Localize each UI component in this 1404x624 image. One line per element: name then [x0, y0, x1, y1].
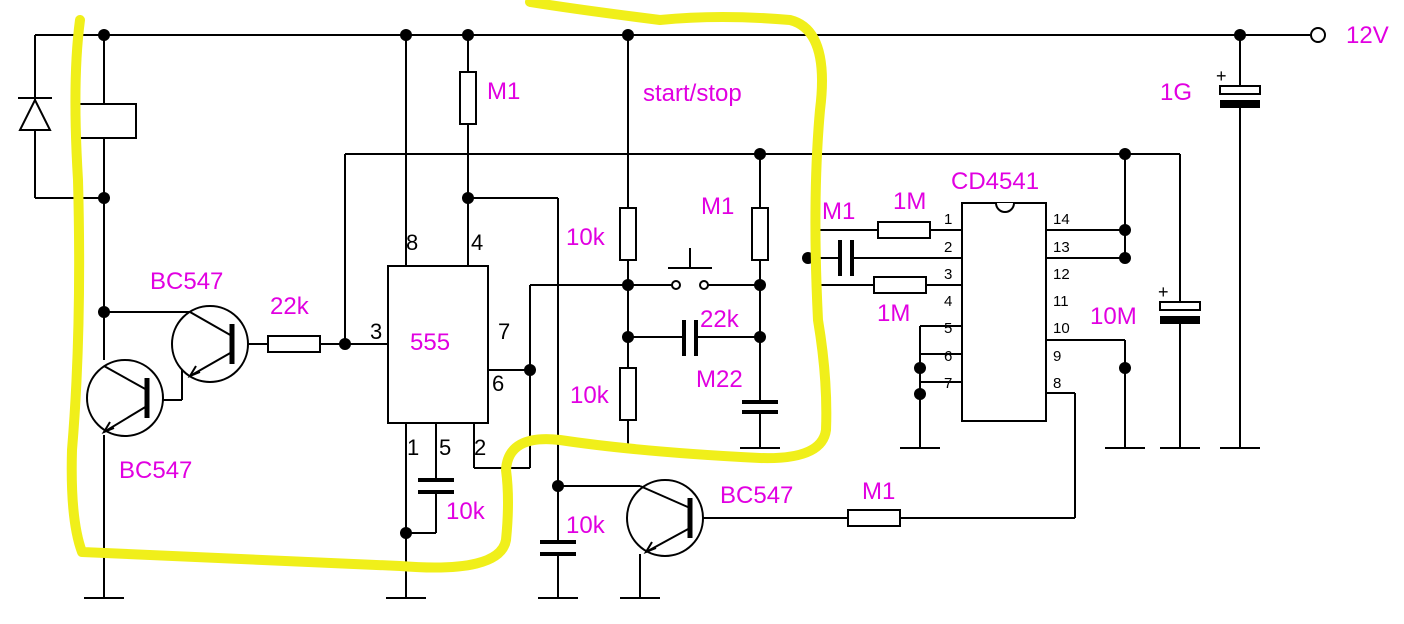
- resistor-1m-lower: [873, 276, 927, 294]
- label-transistor-lower: BC547: [119, 457, 192, 484]
- junction-dot: [754, 148, 766, 160]
- junction-dot: [1119, 148, 1131, 160]
- junction-dot: [1119, 224, 1131, 236]
- junction-dot: [462, 29, 474, 41]
- pin-4541-left: 1: [944, 211, 952, 228]
- label-cap-m1-input: M1: [822, 198, 855, 225]
- junction-dot: [98, 192, 110, 204]
- pin-555-6: 6: [492, 371, 504, 396]
- junction-dot: [622, 279, 634, 291]
- supply-terminal-icon: [1310, 27, 1326, 43]
- label-res-22k-base: 22k: [270, 293, 310, 320]
- pin-4541-left: 5: [944, 320, 952, 337]
- highlight-outline: [66, 0, 832, 573]
- pin-4541-left: 7: [944, 375, 952, 392]
- junction-dot: [754, 279, 766, 291]
- label-start-stop: start/stop: [643, 80, 742, 107]
- junction-dot: [462, 192, 474, 204]
- transistor-lower: [86, 359, 164, 437]
- capacitor-10m: +: [1158, 282, 1201, 324]
- junction-dot: [1119, 362, 1131, 374]
- junction-dot: [914, 388, 926, 400]
- junction-dot: [754, 331, 766, 343]
- label-transistor-upper: BC547: [150, 268, 223, 295]
- diode-icon: [18, 97, 52, 131]
- label-cap-22k: 22k: [700, 306, 740, 333]
- pin-4541-right: 13: [1053, 239, 1070, 256]
- pin-4541-right: 11: [1053, 293, 1069, 310]
- label-res-m1-bottom: M1: [862, 478, 895, 505]
- pin-555-7: 7: [498, 319, 510, 344]
- label-cap-10m: 10M: [1090, 303, 1137, 330]
- label-res-10k-lower: 10k: [570, 382, 610, 409]
- pin-555-3: 3: [370, 319, 382, 344]
- relay-coil: [77, 103, 137, 139]
- label-cap-10k-555: 10k: [446, 498, 486, 525]
- pin-4541-right: 12: [1053, 266, 1070, 283]
- resistor-m1-bottom: [847, 509, 901, 527]
- label-res-m1-mid: M1: [701, 193, 734, 220]
- pin-555-1: 1: [407, 435, 419, 460]
- junction-dot: [400, 527, 412, 539]
- cd4541-right-pins: 14 13 12 11 10 9 8: [1053, 211, 1070, 392]
- junctions: [98, 29, 1246, 539]
- junction-dot: [98, 306, 110, 318]
- label-res-1m-lower: 1M: [877, 300, 910, 327]
- label-cap-10k-ground: 10k: [566, 512, 606, 539]
- junction-dot: [914, 362, 926, 374]
- label-ic-timer: 555: [410, 329, 450, 356]
- resistor-1m-upper: [877, 221, 931, 239]
- ic-555-body: [387, 265, 489, 424]
- junction-dot: [622, 29, 634, 41]
- capacitor-1g: +: [1216, 66, 1261, 108]
- pin-4541-left: 6: [944, 348, 952, 365]
- label-res-m1-top: M1: [487, 78, 520, 105]
- pin-4541-right: 14: [1053, 211, 1070, 228]
- label-res-1m-upper: 1M: [893, 188, 926, 215]
- resistor-m1-top: [459, 71, 477, 125]
- ic-cd4541-body: [961, 202, 1047, 422]
- resistor-10k-lower: [619, 367, 637, 421]
- junction-dot: [98, 29, 110, 41]
- junction-dot: [339, 338, 351, 350]
- junction-dot: [622, 331, 634, 343]
- junction-dot: [400, 29, 412, 41]
- pin-555-4: 4: [471, 230, 483, 255]
- label-cap-1g: 1G: [1160, 79, 1192, 106]
- junction-dot: [524, 364, 536, 376]
- pin-555-8: 8: [406, 230, 418, 255]
- label-cap-m22: M22: [696, 366, 743, 393]
- start-stop-button[interactable]: [668, 248, 712, 290]
- label-res-10k-upper: 10k: [566, 224, 606, 251]
- transistor-upper: [171, 305, 249, 383]
- pin-4541-left: 3: [944, 266, 952, 283]
- svg-text:+: +: [1158, 282, 1169, 302]
- svg-text:+: +: [1216, 66, 1227, 86]
- label-supply: 12V: [1346, 22, 1389, 49]
- pin-4541-left: 4: [944, 293, 952, 310]
- ground-symbols: [84, 447, 1260, 599]
- resistor-m1-mid: [751, 207, 769, 261]
- pin-4541-right: 9: [1053, 348, 1061, 365]
- pin-555-2: 2: [474, 435, 486, 460]
- capacitor-m22: [742, 400, 778, 414]
- capacitor-m1-input: [838, 240, 854, 276]
- pin-4541-right: 10: [1053, 320, 1070, 337]
- pin-4541-left: 2: [944, 239, 952, 256]
- pin-555-5: 5: [439, 435, 451, 460]
- junction-dot: [1119, 252, 1131, 264]
- capacitor-22k: [682, 320, 698, 356]
- cd4541-left-pins: 1 2 3 4 5 6 7: [944, 211, 952, 392]
- junction-dot: [1234, 29, 1246, 41]
- label-transistor-bottom: BC547: [720, 482, 793, 509]
- capacitor-10k-ground: [540, 540, 576, 556]
- capacitor-10k-555: [418, 478, 454, 494]
- resistor-22k-base: [267, 335, 321, 353]
- label-ic-counter: CD4541: [951, 168, 1039, 195]
- resistor-10k-upper: [619, 207, 637, 261]
- pin-4541-right: 8: [1053, 375, 1061, 392]
- transistor-bottom: [626, 479, 704, 557]
- junction-dot: [552, 480, 564, 492]
